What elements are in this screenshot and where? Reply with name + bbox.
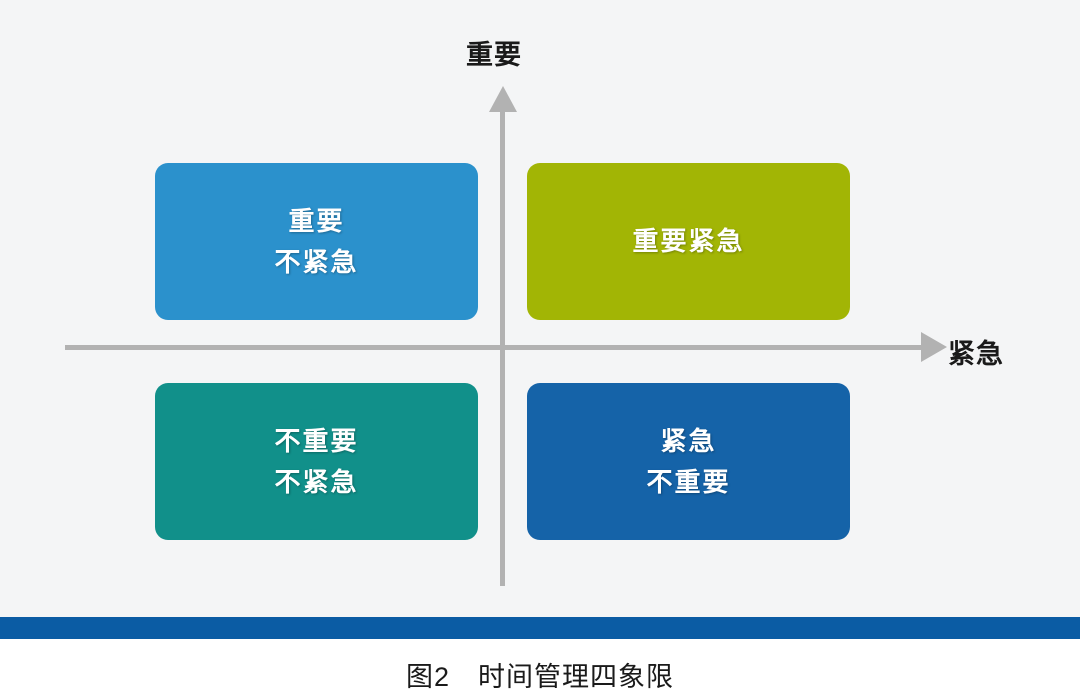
- quadrant-not-important-not-urgent[interactable]: 不重要 不紧急: [155, 383, 487, 549]
- quadrant-label-line-1: 重要: [288, 206, 345, 237]
- quadrant-shadow: [837, 172, 859, 329]
- diagram-canvas: 重要 紧急 重要 不紧急 重要紧急 不重要 不紧急 紧急 不重要: [0, 0, 1080, 617]
- figure-caption: 图2 时间管理四象限: [405, 662, 675, 692]
- quadrant-shadow: [465, 392, 487, 549]
- quadrant-label-line-1: 重要紧急: [632, 226, 745, 257]
- quadrant-label-line-2: 不紧急: [274, 466, 359, 497]
- quadrant-label-line-2: 不重要: [646, 466, 731, 497]
- arrow-right-icon: [921, 332, 947, 362]
- quadrant-label-line-1: 紧急: [660, 426, 717, 457]
- arrow-up-icon: [489, 86, 517, 112]
- horizontal-axis-label: 紧急: [948, 339, 1004, 369]
- quadrant-important-urgent[interactable]: 重要紧急: [527, 163, 859, 329]
- quadrant-label-line-1: 不重要: [274, 426, 359, 457]
- quadrant-shadow: [465, 172, 487, 329]
- vertical-axis-label: 重要: [466, 40, 522, 70]
- vertical-axis-line: [500, 110, 505, 586]
- horizontal-axis-line: [65, 345, 930, 350]
- quadrant-shadow: [837, 392, 859, 549]
- quadrant-label-line-2: 不紧急: [274, 246, 359, 277]
- quadrant-important-not-urgent[interactable]: 重要 不紧急: [155, 163, 487, 329]
- quadrant-urgent-not-important[interactable]: 紧急 不重要: [527, 383, 859, 549]
- divider-bar: [0, 617, 1080, 639]
